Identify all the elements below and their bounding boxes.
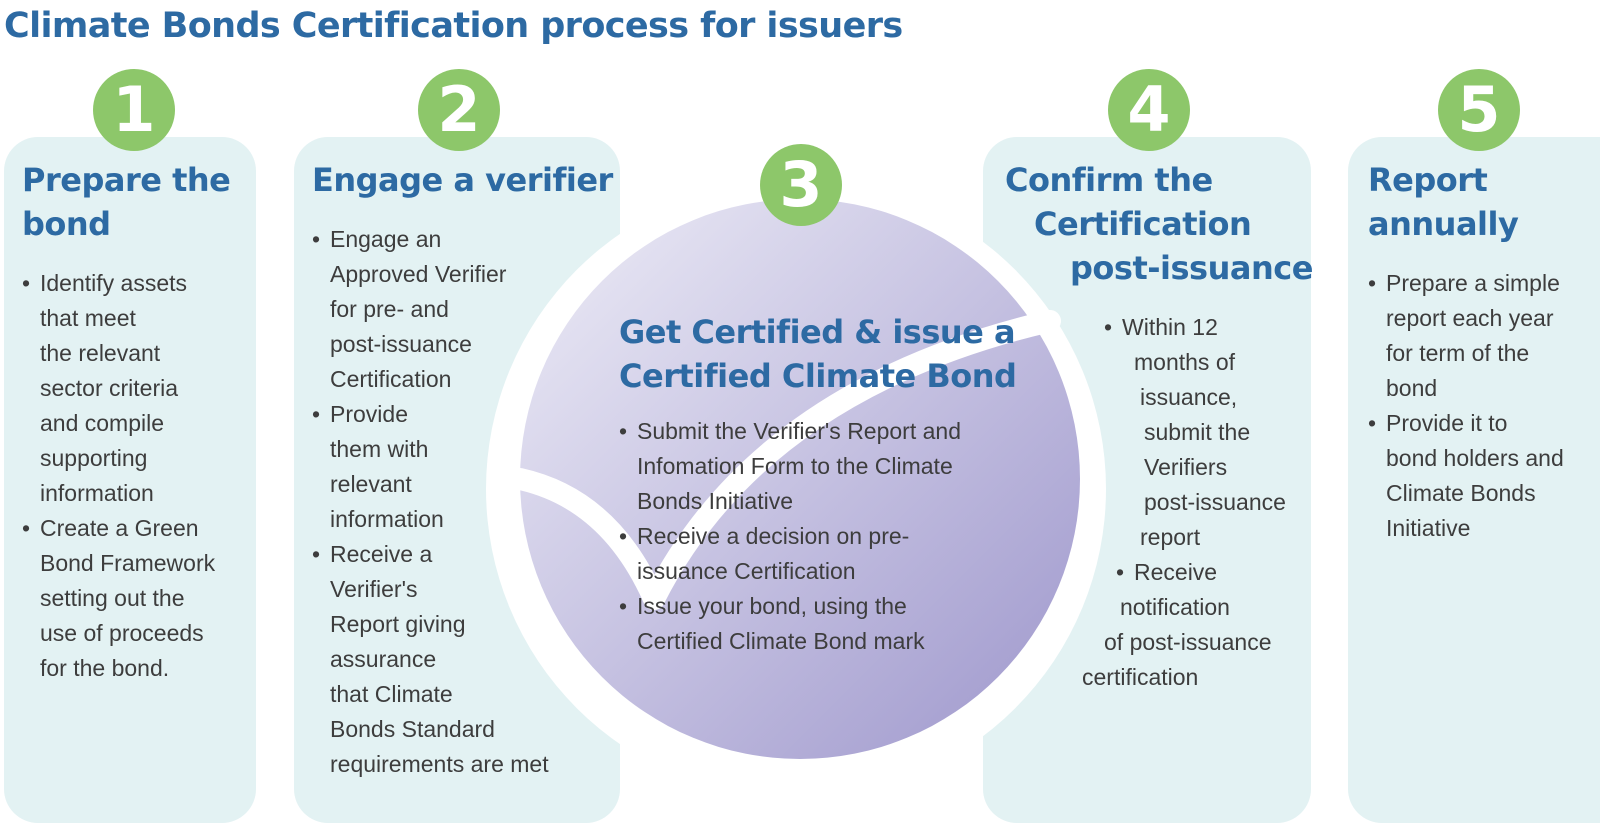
list-item-line: Issue your bond, using the <box>637 593 907 619</box>
list-item: •Receive a decision on pre- issuance Cer… <box>619 523 910 584</box>
stage-1-title-line: Prepare the <box>22 161 231 199</box>
list-item-line: bond <box>1386 375 1438 401</box>
list-item-line: Infomation Form to the Climate <box>637 453 953 479</box>
stage-2-title-line: Engage a verifier <box>312 161 613 199</box>
stage-5-title-line: annually <box>1368 205 1519 243</box>
stage-4-list: •Within 12 months of issuance, submit th… <box>1082 310 1286 695</box>
list-item-line: supporting <box>40 445 148 471</box>
list-item-line: for pre- and <box>330 296 449 322</box>
list-item-line: Bonds Initiative <box>637 488 793 514</box>
stage-5-panel <box>1348 137 1600 823</box>
list-item-line: Prepare a simple <box>1386 270 1560 296</box>
stage-2-number-badge: 2 <box>418 69 500 151</box>
checkmark-icon <box>520 310 1061 610</box>
list-item-line: Provide it to <box>1386 410 1508 436</box>
stage-5-list: •Prepare a simple report each year for t… <box>1368 266 1564 546</box>
list-item: •Identify assets that meet the relevant … <box>22 270 188 506</box>
stage-1-title: Prepare the bond <box>22 158 231 246</box>
stage-2-title: Engage a verifier <box>312 158 613 202</box>
list-item-line: and compile <box>40 410 165 436</box>
list-item-line: Climate Bonds <box>1386 480 1536 506</box>
list-item-line: Approved Verifier <box>330 261 507 287</box>
list-item-line: information <box>40 480 154 506</box>
list-item-line: submit the <box>1144 419 1251 445</box>
list-item-line: Verifier's <box>330 576 418 602</box>
stage-4-title-line: Confirm the <box>1005 161 1213 199</box>
list-item-line: use of proceeds <box>40 620 204 646</box>
list-item-line: Receive a decision on pre- <box>637 523 910 549</box>
stage-1-title-line: bond <box>22 205 111 243</box>
list-item-line: Identify assets <box>40 270 188 296</box>
stage-1-list: •Identify assets that meet the relevant … <box>22 266 215 686</box>
diagram-title: Climate Bonds Certification process for … <box>4 6 903 46</box>
list-item: •Receive a Verifier's Report giving assu… <box>312 541 549 777</box>
list-item-line: post-issuance <box>330 331 472 357</box>
list-item: •Issue your bond, using the Certified Cl… <box>619 593 925 654</box>
list-item: •Create a Green Bond Framework setting o… <box>22 515 216 681</box>
stage-3-disc <box>520 199 1080 759</box>
list-item-line: Receive a <box>330 541 433 567</box>
stage-5-number-badge: 5 <box>1438 69 1520 151</box>
stage-3-title: Get Certified & issue a Certified Climat… <box>619 310 1017 398</box>
list-item-line: for the bond. <box>40 655 170 681</box>
list-item-line: information <box>330 506 444 532</box>
stage-5-title-line: Report <box>1368 161 1488 199</box>
list-item-line: Certification <box>330 366 452 392</box>
stage-4-title-line: post-issuance <box>1070 249 1313 287</box>
stage-2-list: •Engage an Approved Verifier for pre- an… <box>312 222 549 782</box>
list-item-line: Certified Climate Bond mark <box>637 628 925 654</box>
list-item-line: notification <box>1120 594 1230 620</box>
list-item: •Provide them with relevant information <box>312 401 444 532</box>
list-item-line: assurance <box>330 646 437 672</box>
stage-3-list: •Submit the Verifier's Report and Infoma… <box>619 414 961 659</box>
list-item-line: Provide <box>330 401 408 427</box>
list-item-line: Engage an <box>330 226 442 252</box>
stage-1-number-badge: 1 <box>93 69 175 151</box>
list-item: •Submit the Verifier's Report and Infoma… <box>619 418 961 514</box>
list-item-line: issuance, <box>1140 384 1238 410</box>
list-item-line: bond holders and <box>1386 445 1564 471</box>
stage-4-title-line: Certification <box>1034 205 1252 243</box>
list-item: •Prepare a simple report each year for t… <box>1368 270 1560 401</box>
list-item-line: Report giving <box>330 611 466 637</box>
stage-4-number-badge: 4 <box>1108 69 1190 151</box>
list-item-line: the relevant <box>40 340 161 366</box>
stage-3-title-line: Get Certified & issue a <box>619 313 1016 351</box>
list-item-line: Create a Green <box>40 515 199 541</box>
list-item-line: that meet <box>40 305 136 331</box>
list-item-line: Initiative <box>1386 515 1471 541</box>
list-item-line: certification <box>1082 664 1199 690</box>
list-item-line: months of <box>1134 349 1235 375</box>
stage-1-panel <box>4 137 256 823</box>
list-item-line: setting out the <box>40 585 185 611</box>
list-item-line: them with <box>330 436 429 462</box>
stage-3-number-badge: 3 <box>760 144 842 226</box>
list-item-line: Within 12 <box>1122 314 1218 340</box>
list-item-line: Submit the Verifier's Report and <box>637 418 961 444</box>
list-item: •Engage an Approved Verifier for pre- an… <box>312 226 507 392</box>
list-item-line: relevant <box>330 471 412 497</box>
list-item: •Within 12 months of issuance, submit th… <box>1104 314 1286 550</box>
list-item-line: that Climate <box>330 681 453 707</box>
list-item-line: Bond Framework <box>40 550 216 576</box>
stage-4-title: Confirm the Certification post-issuance <box>1005 158 1313 290</box>
list-item-line: of post-issuance <box>1104 629 1272 655</box>
list-item-line: Receive <box>1134 559 1218 585</box>
list-item-line: Bonds Standard <box>330 716 495 742</box>
list-item-line: requirements are met <box>330 751 549 777</box>
list-item-line: post-issuance <box>1144 489 1286 515</box>
list-item: •Provide it to bond holders and Climate … <box>1368 410 1564 541</box>
stage-3-disc-fill <box>520 199 1080 759</box>
list-item-line: issuance Certification <box>637 558 856 584</box>
list-item-line: Verifiers <box>1144 454 1228 480</box>
list-item-line: for term of the <box>1386 340 1530 366</box>
list-item-line: sector criteria <box>40 375 179 401</box>
list-item-line: report <box>1140 524 1201 550</box>
list-item: •Receive notification of post-issuance c… <box>1082 559 1272 690</box>
list-item-line: report each year <box>1386 305 1554 331</box>
stage-3-title-line: Certified Climate Bond <box>619 357 1017 395</box>
stage-5-title: Report annually <box>1368 158 1519 246</box>
